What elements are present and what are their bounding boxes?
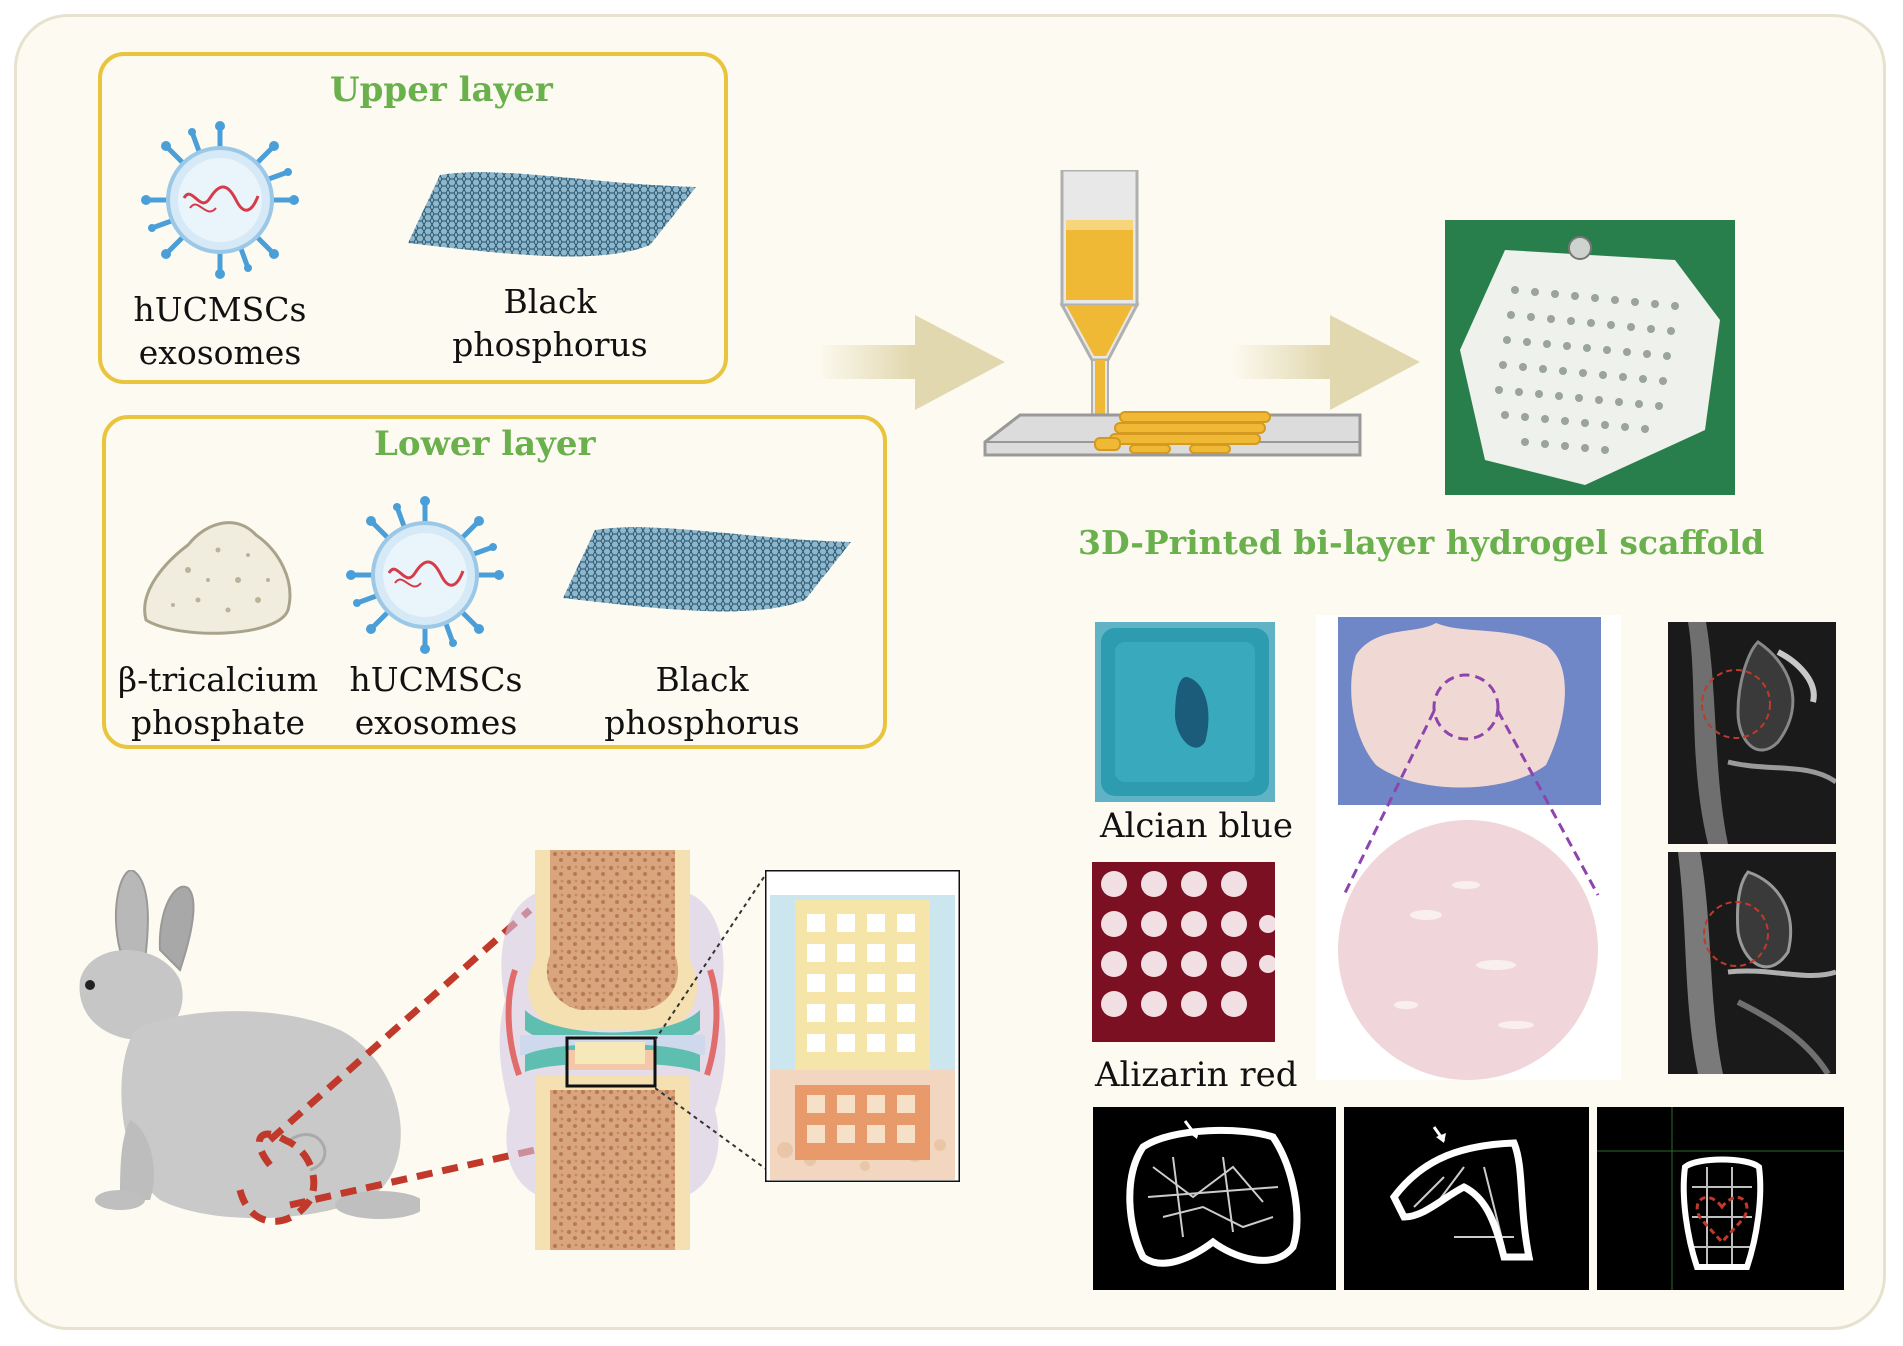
upper-layer-title: Upper layer xyxy=(330,70,553,110)
micro-ct-image-3 xyxy=(1597,1107,1844,1290)
black-phosphorus-sheet-icon xyxy=(408,172,696,257)
cartilage-gross-photo-with-zoom xyxy=(1316,615,1621,1080)
rabbit-illustration xyxy=(79,870,420,1219)
alcian-blue-label: Alcian blue xyxy=(1100,806,1293,846)
right-arrow-icon xyxy=(815,315,1005,410)
black-phosphorus-sheet-icon xyxy=(563,527,851,612)
micro-ct-image-1 xyxy=(1093,1107,1336,1290)
scaffold-in-defect-inset xyxy=(765,870,960,1182)
printed-scaffold-photo xyxy=(1445,220,1735,495)
scaffold-zoom-dotted-lines xyxy=(655,867,771,1173)
alizarin-red-stain-photo xyxy=(1092,862,1275,1042)
exosome-icon xyxy=(141,121,299,279)
3d-printer-nozzle-icon xyxy=(983,170,1362,457)
lower-layer-title: Lower layer xyxy=(374,424,596,464)
lower-exosome-label: hUCMSCs exosomes xyxy=(349,660,523,742)
upper-layer-box xyxy=(98,52,728,384)
lower-tcp-label: β-tricalcium phosphate xyxy=(118,660,319,742)
lower-black-phosphorus-label: Black phosphorus xyxy=(604,660,800,742)
knee-joint-illustration xyxy=(499,850,726,1250)
right-arrow-icon xyxy=(1230,315,1420,410)
exosome-icon xyxy=(346,496,504,654)
micro-ct-image-2 xyxy=(1344,1107,1589,1290)
lower-layer-box xyxy=(102,415,887,749)
upper-exosome-label: hUCMSCs exosomes xyxy=(133,290,307,372)
mri-image-bottom xyxy=(1668,852,1836,1074)
tricalcium-phosphate-powder-icon xyxy=(143,521,292,635)
mri-image-top xyxy=(1668,622,1836,844)
alcian-blue-stain-photo xyxy=(1095,622,1275,802)
scaffold-caption: 3D-Printed bi-layer hydrogel scaffold xyxy=(1078,523,1765,562)
knee-zoom-dashed-lines xyxy=(236,907,536,1225)
upper-black-phosphorus-label: Black phosphorus xyxy=(452,282,648,364)
alizarin-red-label: Alizarin red xyxy=(1095,1055,1298,1095)
